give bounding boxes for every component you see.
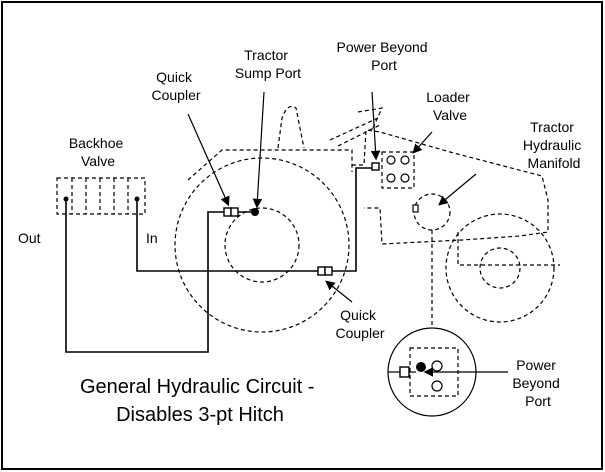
label-quick-coupler-top: Quick Coupler (151, 69, 200, 103)
return-hose (65, 199, 256, 353)
arrow-loader-valve (412, 131, 433, 154)
loader-valve-block (381, 151, 415, 189)
tractor-front-hub (479, 247, 521, 289)
manifold-port-marker (412, 204, 419, 213)
tractor-front-wheel (445, 213, 555, 323)
callout-arrows (187, 91, 508, 377)
arrow-quick-coupler-bottom (325, 280, 353, 303)
quick-coupler-bottom (317, 266, 333, 276)
detail-port-open-2 (431, 380, 443, 392)
hydraulic-hoses (65, 167, 378, 353)
quick-coupler-top (223, 207, 239, 217)
label-tractor-hydraulic-manifold: Tractor Hydraulic Manifold (523, 119, 585, 171)
tractor-front-axle (457, 232, 560, 266)
tractor-seat (277, 105, 305, 149)
label-power-beyond-top: Power Beyond Port (337, 39, 432, 73)
label-loader-valve: Loader Valve (426, 89, 473, 123)
arrow-sump-port (252, 91, 265, 209)
tractor-sump-port (251, 208, 259, 216)
label-in: In (146, 230, 158, 246)
loader-port-1 (386, 155, 396, 165)
detail-inset (387, 327, 477, 417)
loader-port-2 (400, 155, 410, 165)
tractor-steering-wheel (357, 107, 384, 131)
tractor-rear-hub (224, 207, 300, 283)
power-beyond-port-top-marker (371, 162, 380, 171)
tractor-body (352, 129, 549, 245)
loader-port-3 (386, 173, 396, 183)
tractor-outline (174, 105, 560, 333)
arrow-power-beyond-top (370, 91, 381, 161)
tractor-rear-fender (187, 149, 353, 181)
label-backhoe-valve: Backhoe Valve (69, 135, 127, 169)
detail-power-beyond-port (416, 362, 426, 372)
detail-port-marker (399, 366, 410, 378)
backhoe-valve-box (56, 177, 146, 215)
arrow-quick-coupler-top (187, 113, 230, 207)
tractor-steering (329, 117, 383, 147)
labels: Backhoe Valve Out In Quick Coupler Tract… (18, 39, 585, 426)
arrow-manifold (438, 173, 477, 206)
loader-valve-box (381, 151, 415, 189)
label-out: Out (18, 230, 41, 246)
pressure-hose (136, 167, 378, 272)
label-tractor-sump-port: Tractor Sump Port (235, 47, 301, 81)
loader-port-4 (400, 173, 410, 183)
detail-port-open-1 (431, 360, 443, 372)
tractor-rear-wheel (174, 157, 350, 333)
label-quick-coupler-bottom: Quick Coupler (335, 307, 384, 341)
backhoe-valve (56, 177, 146, 215)
label-power-beyond-detail: Power Beyond Port (512, 357, 563, 409)
diagram-title: General Hydraulic Circuit - Disables 3-p… (80, 376, 320, 426)
